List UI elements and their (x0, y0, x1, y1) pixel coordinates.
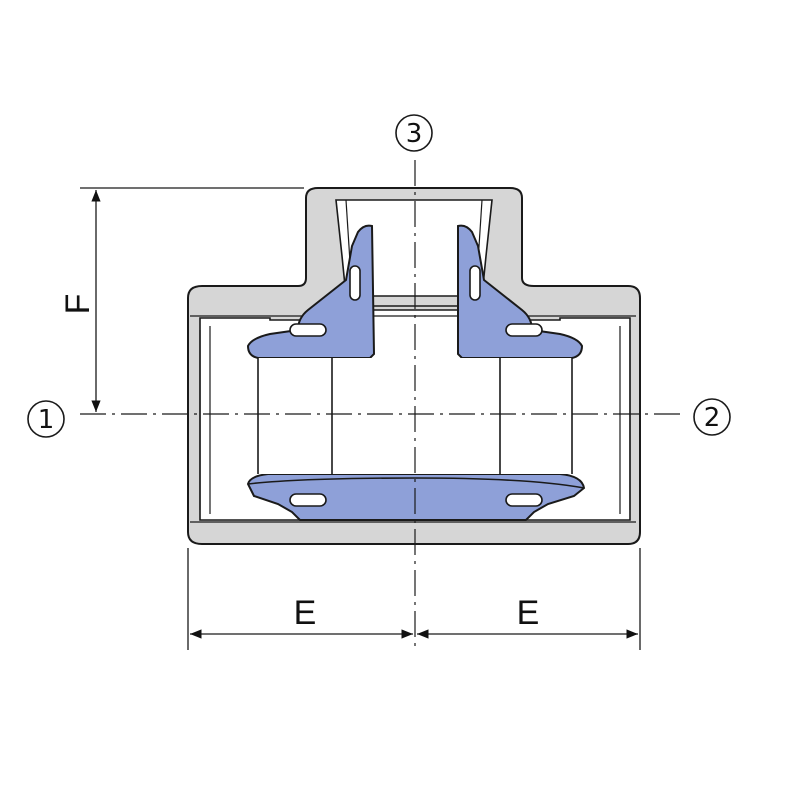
seal-inner-edges (247, 305, 585, 489)
svg-text:3: 3 (406, 119, 423, 149)
dimension-e (187, 548, 641, 650)
seal-liner-top-right (457, 224, 584, 359)
port-marker-left: 1 (27, 400, 65, 438)
port-marker-top: 3 (395, 114, 433, 152)
svg-text:2: 2 (704, 403, 721, 433)
dimension-f-label: F (59, 294, 97, 315)
seal-slots (289, 265, 543, 507)
dimension-e-right-label: E (517, 594, 540, 632)
thread-lines (190, 199, 636, 523)
seal-liner-bottom (246, 473, 586, 521)
seal-liner-top-left (246, 224, 376, 359)
center-lines (80, 160, 680, 650)
svg-text:1: 1 (38, 405, 55, 435)
dimension-e-left-label: E (294, 594, 317, 632)
port-marker-right: 2 (693, 398, 731, 436)
dimension-f (80, 187, 304, 412)
